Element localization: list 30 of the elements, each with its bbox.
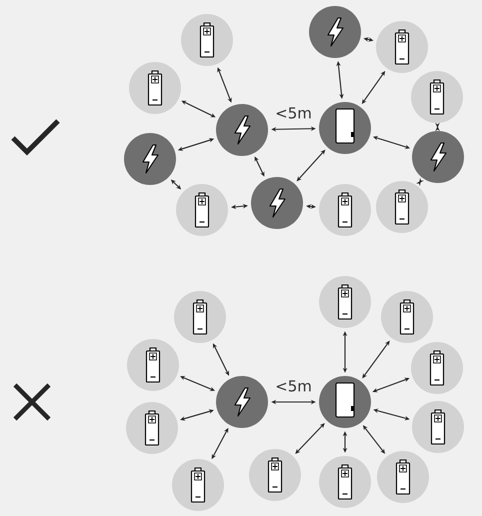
- battery-node: [176, 184, 228, 236]
- battery-node: [126, 402, 178, 454]
- bolt-node: [216, 104, 268, 156]
- battery-node: [174, 291, 226, 343]
- battery-node: [411, 342, 463, 394]
- battery-node: [181, 14, 233, 66]
- battery-node: [411, 71, 463, 123]
- device-node: [319, 102, 371, 154]
- double-arrow: [435, 122, 440, 132]
- battery-node: [319, 184, 371, 236]
- bolt-node: [124, 133, 176, 185]
- battery-node: [376, 181, 428, 233]
- distance-label: <5m: [276, 107, 311, 119]
- double-arrow: [296, 150, 326, 182]
- bolt-node: [251, 177, 303, 229]
- battery-node: [412, 401, 464, 453]
- battery-node: [129, 62, 181, 114]
- distance-label: <5m: [276, 380, 311, 392]
- battery-node: [376, 21, 428, 73]
- battery-node: [319, 276, 371, 328]
- battery-node: [381, 291, 433, 343]
- bolt-node: [412, 131, 464, 183]
- device-node: [319, 376, 371, 428]
- battery-node: [172, 459, 224, 511]
- bolt-node: [216, 376, 268, 428]
- battery-node: [127, 339, 179, 391]
- battery-node: [249, 449, 301, 501]
- battery-node: [319, 456, 371, 508]
- bolt-node: [309, 6, 361, 58]
- battery-node: [377, 451, 429, 503]
